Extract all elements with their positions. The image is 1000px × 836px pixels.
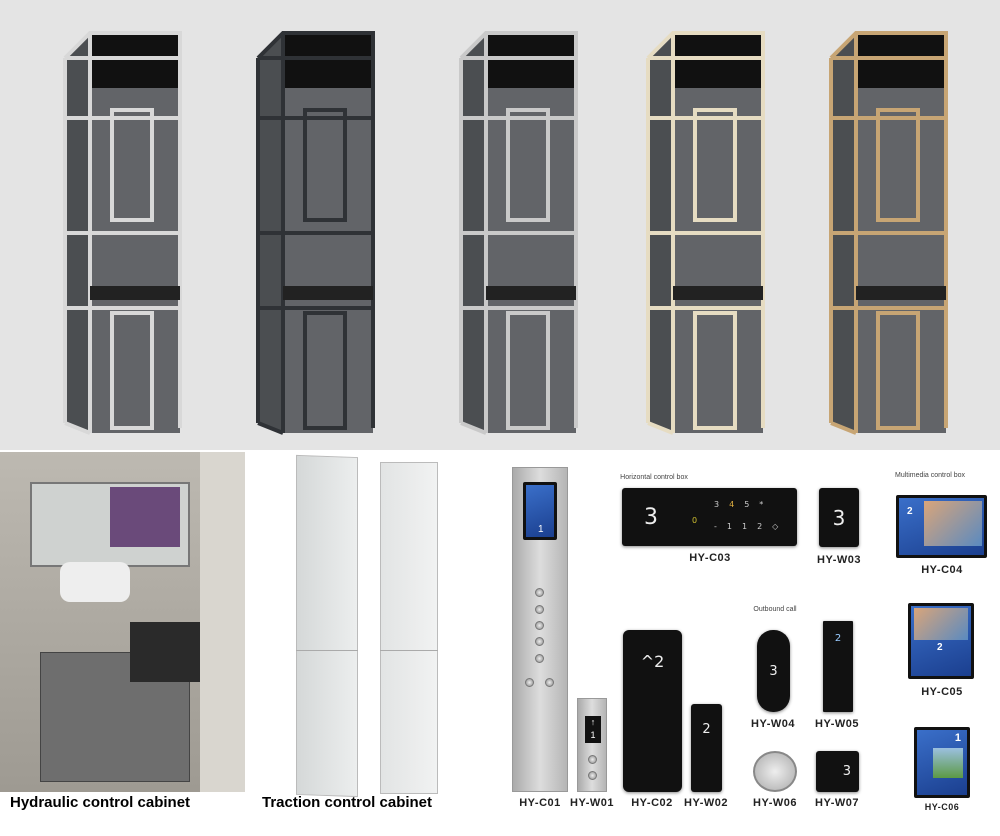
multimedia-control-box-heading: Multimedia control box bbox=[894, 472, 966, 479]
elevator-silver-frame bbox=[60, 28, 190, 438]
hy-c02-panel: ^ 2 bbox=[623, 630, 682, 792]
model-label: HY-W07 bbox=[815, 797, 859, 809]
hydraulic-cabinet-label: Hydraulic control cabinet bbox=[10, 794, 191, 811]
model-label: HY-W05 bbox=[815, 718, 859, 730]
traction-cabinet-label: Traction control cabinet bbox=[262, 794, 433, 811]
model-label: HY-C05 bbox=[921, 686, 963, 698]
model-label: HY-W02 bbox=[684, 797, 728, 809]
model-label: HY-W04 bbox=[751, 718, 795, 730]
model-label: HY-C02 bbox=[631, 797, 673, 809]
hy-w07-panel: 3 bbox=[816, 751, 859, 792]
model-label: HY-W06 bbox=[753, 797, 797, 809]
hy-c05-panel: 2 bbox=[908, 603, 974, 679]
model-label: HY-C04 bbox=[921, 564, 963, 576]
elevator-gold-frame bbox=[826, 28, 956, 438]
elevator-champagne-frame bbox=[643, 28, 773, 438]
hy-w01-panel: ↑1 bbox=[577, 698, 607, 792]
hy-w03-panel: 3 bbox=[819, 488, 859, 547]
hy-w06-panel bbox=[753, 751, 797, 792]
hy-w05-panel: 2 bbox=[823, 621, 853, 712]
traction-cabinet-left bbox=[296, 454, 358, 798]
hy-c04-panel: 2 bbox=[896, 495, 987, 558]
hy-c06-panel: 1 bbox=[914, 727, 970, 798]
horizontal-control-box-heading: Horizontal control box bbox=[620, 474, 688, 481]
model-label: HY-W01 bbox=[570, 797, 614, 809]
model-label: HY-W03 bbox=[817, 554, 861, 566]
elevator-steel-frame bbox=[456, 28, 586, 438]
outbound-call-heading: Outbound call bbox=[753, 606, 797, 613]
hydraulic-cabinet-photo bbox=[0, 452, 245, 792]
model-label: HY-C06 bbox=[924, 802, 960, 812]
traction-cabinet-right bbox=[380, 462, 438, 794]
elevator-dark-frame bbox=[253, 28, 383, 438]
hy-w02-panel: 2 bbox=[691, 704, 722, 792]
hy-c01-panel: 1 bbox=[512, 467, 568, 792]
hy-w04-panel: 3 bbox=[757, 630, 790, 712]
model-label: HY-C01 bbox=[519, 797, 561, 809]
hy-c03-panel: 3 345* 0 -112◇ bbox=[622, 488, 797, 546]
model-label: HY-C03 bbox=[689, 552, 731, 564]
